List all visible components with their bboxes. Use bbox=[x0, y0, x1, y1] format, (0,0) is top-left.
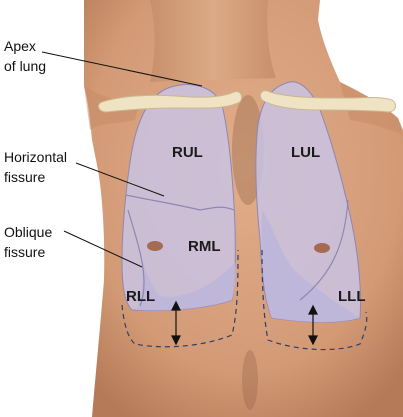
left-oblique-fissure-line bbox=[299, 199, 349, 301]
left-excursion-arrow bbox=[308, 304, 318, 346]
right-excursion-arrow bbox=[171, 300, 181, 346]
rul-label: RUL bbox=[172, 144, 203, 161]
cardiac-notch bbox=[261, 210, 360, 323]
left-nipple bbox=[314, 243, 330, 253]
apex-leader-line bbox=[41, 51, 203, 87]
left-clavicle bbox=[259, 90, 396, 113]
horizontal-label-line2: fissure bbox=[4, 169, 45, 185]
apex-label-line2: of lung bbox=[4, 58, 46, 74]
oblique-label-line2: fissure bbox=[4, 244, 45, 260]
horizontal-fissure-line bbox=[125, 194, 235, 211]
lll-label: LLL bbox=[338, 288, 366, 305]
horizontal-leader-line bbox=[75, 162, 165, 197]
left-dashed-boundary bbox=[261, 249, 368, 351]
label-strip bbox=[0, 0, 84, 417]
rll-label: RLL bbox=[126, 288, 155, 305]
oblique-leader-line bbox=[63, 230, 143, 268]
rll-region bbox=[128, 210, 236, 311]
rml-label: RML bbox=[188, 238, 221, 255]
horizontal-label-line1: Horizontal bbox=[4, 149, 67, 165]
abdomen-hair bbox=[242, 350, 258, 410]
apex-label-line1: Apex bbox=[4, 38, 36, 54]
lul-label: LUL bbox=[291, 144, 320, 161]
right-nipple bbox=[147, 241, 163, 251]
right-clavicle bbox=[98, 91, 243, 113]
neck bbox=[150, 0, 276, 82]
oblique-label-line1: Oblique bbox=[4, 224, 52, 240]
right-dashed-boundary bbox=[121, 249, 239, 348]
right-oblique-fissure-line bbox=[127, 209, 145, 307]
